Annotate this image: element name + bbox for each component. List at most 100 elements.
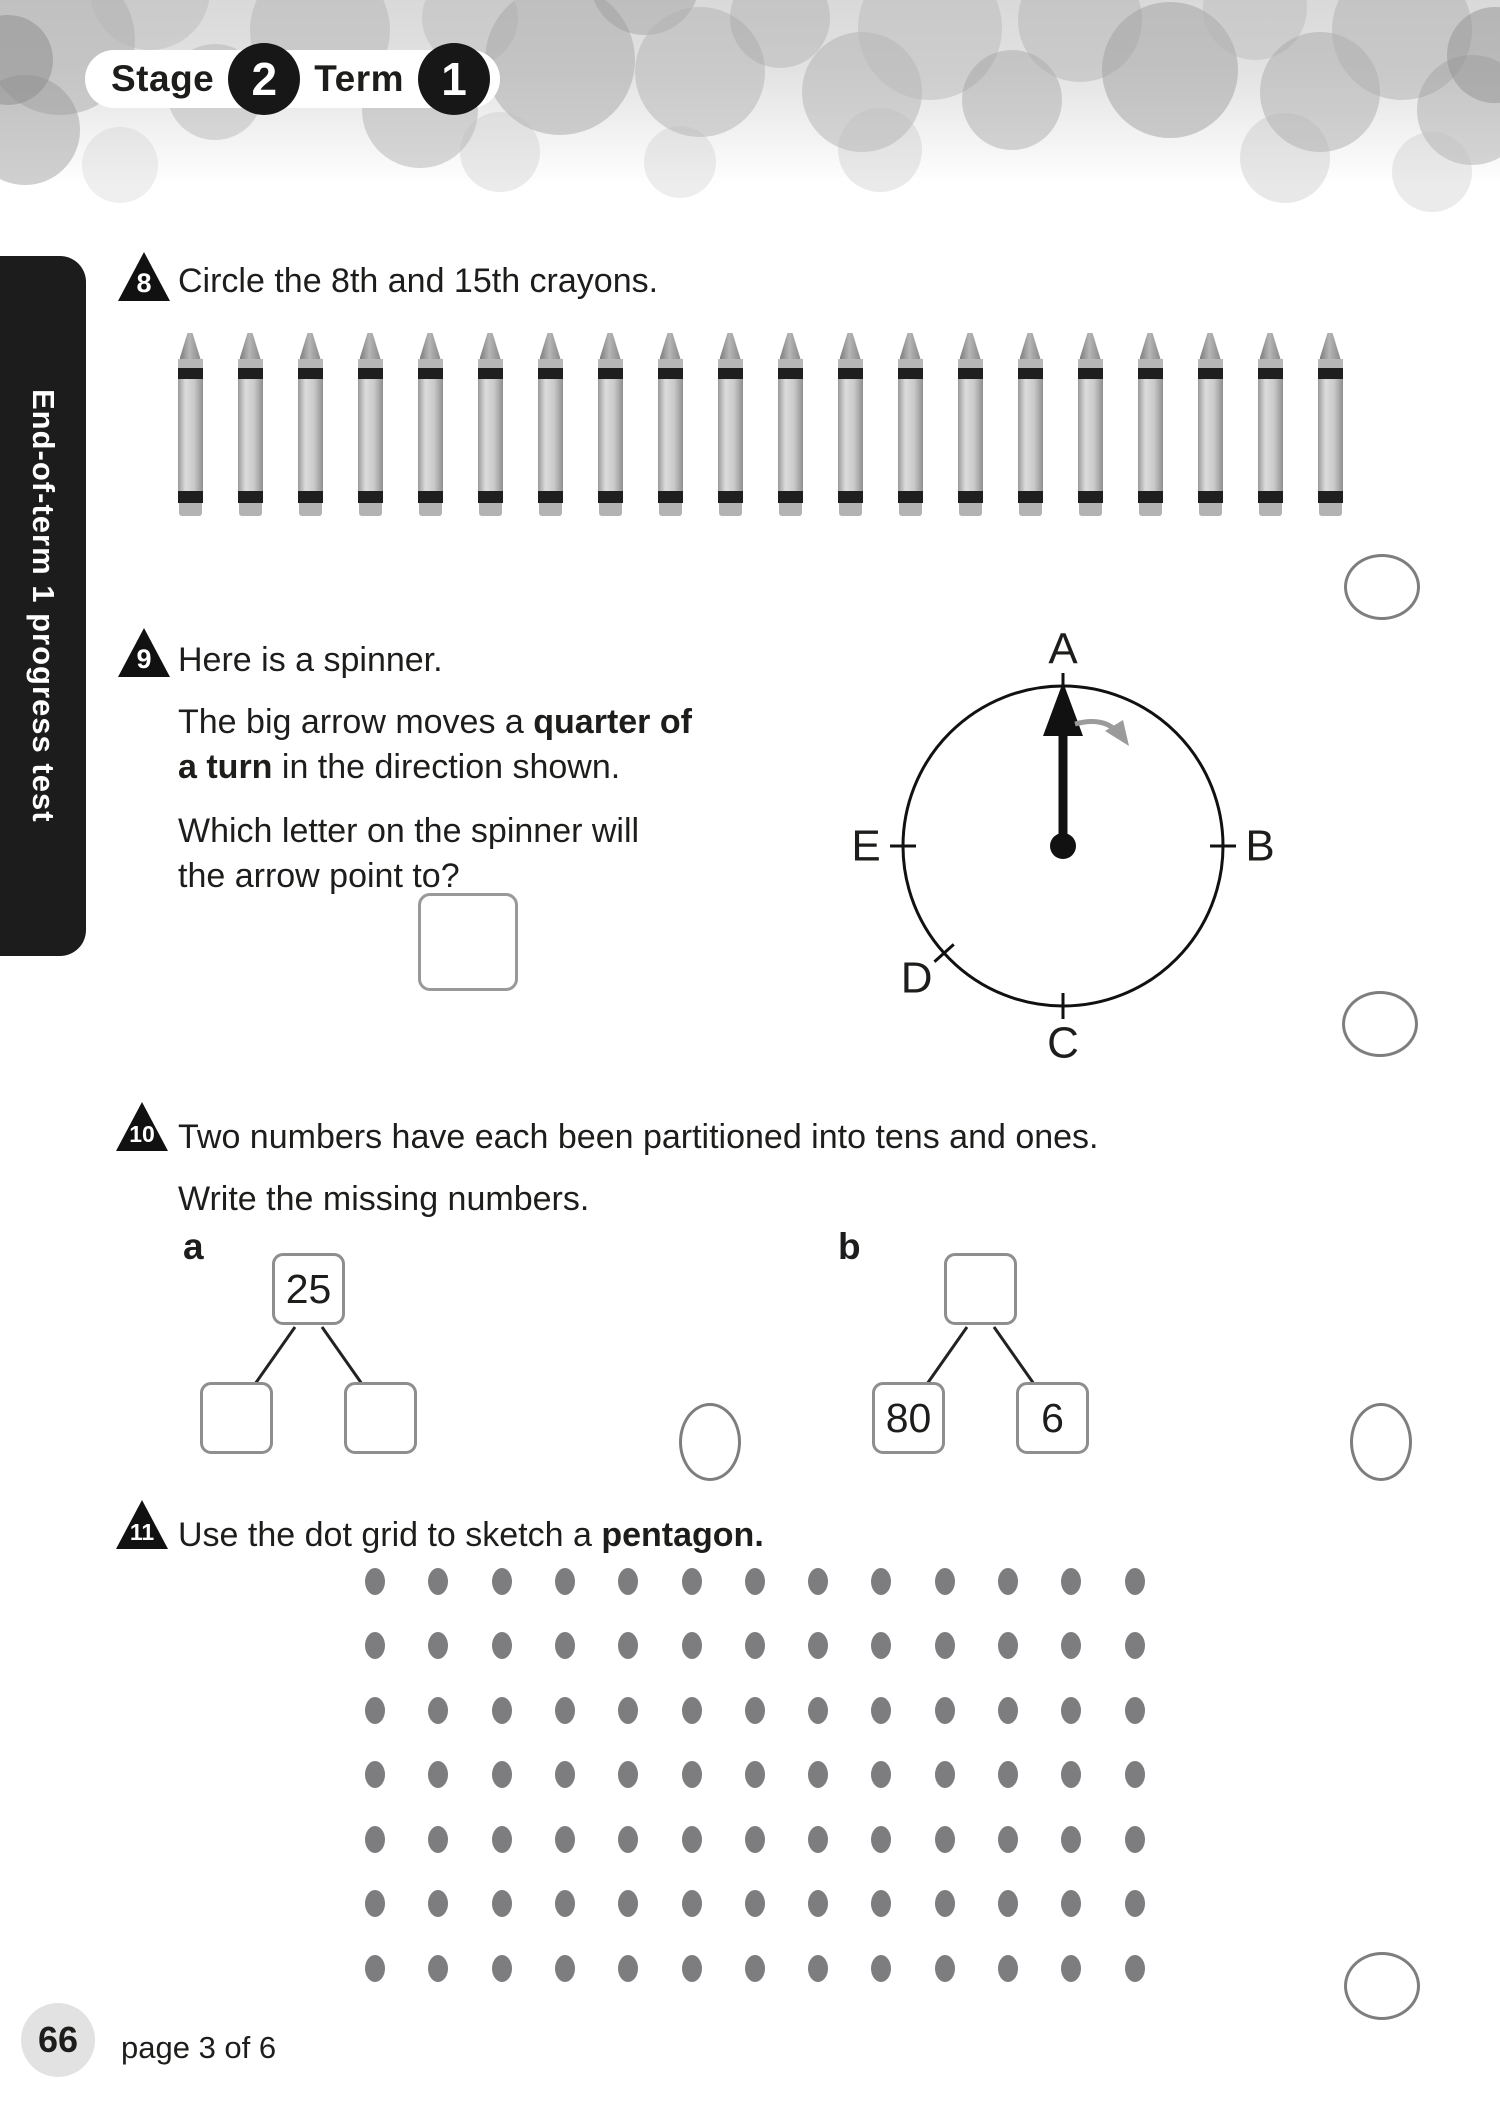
grid-dot bbox=[428, 1954, 449, 1982]
grid-dot bbox=[998, 1825, 1018, 1853]
grid-dot bbox=[554, 1632, 575, 1659]
question-10-line1: Two numbers have each been partitioned i… bbox=[178, 1118, 1099, 1156]
grid-dot bbox=[808, 1825, 829, 1853]
crayon-4[interactable] bbox=[357, 333, 383, 516]
grid-dot bbox=[744, 1954, 765, 1982]
crayon-13[interactable] bbox=[897, 333, 923, 516]
crayon-5[interactable] bbox=[417, 333, 443, 516]
crayon-band bbox=[537, 368, 563, 379]
grid-dot bbox=[428, 1567, 449, 1595]
crayon-18[interactable] bbox=[1197, 333, 1223, 516]
question-9-ask-line2: the arrow point to? bbox=[178, 857, 460, 895]
number-box-bottom-right[interactable] bbox=[344, 1382, 417, 1454]
crayon-8[interactable] bbox=[597, 333, 623, 516]
crayon-cap bbox=[1258, 503, 1282, 516]
number-box-bottom-left[interactable] bbox=[200, 1382, 273, 1454]
grid-dot bbox=[554, 1825, 575, 1853]
spinner-label-B: B bbox=[1245, 822, 1274, 871]
grid-dot bbox=[744, 1890, 765, 1917]
grid-dot bbox=[618, 1954, 639, 1982]
crayon-tip-icon bbox=[839, 333, 861, 359]
decorative-bubble bbox=[838, 108, 922, 192]
crayon-19[interactable] bbox=[1257, 333, 1283, 516]
crayon-band bbox=[957, 368, 983, 379]
crayon-cap bbox=[178, 503, 202, 516]
crayon-tip-icon bbox=[959, 333, 981, 359]
crayon-cap bbox=[838, 503, 862, 516]
mark-circle-q10b[interactable] bbox=[1350, 1403, 1412, 1481]
crayon-20[interactable] bbox=[1317, 333, 1343, 516]
grid-dot bbox=[428, 1632, 449, 1659]
question-9-move-line2: a turn in the direction shown. bbox=[178, 748, 620, 787]
mark-circle-q10a[interactable] bbox=[679, 1403, 741, 1481]
part-a-label: a bbox=[183, 1226, 204, 1267]
crayon-shoulder bbox=[417, 359, 443, 368]
question-9-move-line1: The big arrow moves a quarter of bbox=[178, 703, 692, 742]
crayon-body bbox=[357, 379, 383, 491]
grid-dot bbox=[1061, 1825, 1082, 1853]
crayon-9[interactable] bbox=[657, 333, 683, 516]
grid-dot bbox=[1124, 1696, 1145, 1724]
question-11-number: 11 bbox=[129, 1519, 155, 1545]
grid-dot bbox=[681, 1696, 702, 1724]
crayon-band bbox=[177, 491, 203, 503]
crayon-body bbox=[717, 379, 743, 491]
crayon-cap bbox=[718, 503, 742, 516]
crayon-tip-icon bbox=[1199, 333, 1221, 359]
crayon-band bbox=[1137, 368, 1163, 379]
crayon-11[interactable] bbox=[777, 333, 803, 516]
crayon-2[interactable] bbox=[237, 333, 263, 516]
grid-dot bbox=[618, 1825, 639, 1853]
grid-dot bbox=[934, 1890, 955, 1917]
crayon-band bbox=[597, 368, 623, 379]
move-line2-bold: a turn bbox=[178, 748, 273, 786]
decorative-bubble bbox=[82, 127, 158, 203]
mark-circle-q8[interactable] bbox=[1344, 554, 1420, 620]
spinner-label-C: C bbox=[1047, 1019, 1079, 1068]
grid-dot bbox=[744, 1632, 765, 1659]
crayon-band bbox=[477, 368, 503, 379]
question-8-number: 8 bbox=[136, 268, 152, 298]
crayon-shoulder bbox=[1317, 359, 1343, 368]
crayon-band bbox=[657, 368, 683, 379]
crayon-10[interactable] bbox=[717, 333, 743, 516]
mark-circle-q11[interactable] bbox=[1344, 1952, 1420, 2020]
number-box-top[interactable] bbox=[944, 1253, 1017, 1325]
grid-dot bbox=[808, 1696, 829, 1724]
grid-dot bbox=[808, 1632, 829, 1659]
grid-dot bbox=[365, 1890, 385, 1917]
crayon-16[interactable] bbox=[1077, 333, 1103, 516]
question-9-answer-box[interactable] bbox=[418, 893, 518, 991]
crayon-band bbox=[597, 491, 623, 503]
decorative-bubble bbox=[635, 7, 765, 137]
crayon-body bbox=[297, 379, 323, 491]
move-line2-post: in the direction shown. bbox=[272, 748, 621, 786]
grid-dot bbox=[681, 1954, 702, 1982]
grid-dot bbox=[618, 1567, 639, 1595]
crayon-15[interactable] bbox=[1017, 333, 1043, 516]
crayon-1[interactable] bbox=[177, 333, 203, 516]
grid-dot bbox=[491, 1632, 512, 1659]
number-box-bottom-right: 6 bbox=[1016, 1382, 1089, 1454]
crayon-12[interactable] bbox=[837, 333, 863, 516]
crayon-cap bbox=[598, 503, 622, 516]
crayon-6[interactable] bbox=[477, 333, 503, 516]
crayon-band bbox=[897, 491, 923, 503]
spinner-label-E: E bbox=[851, 822, 880, 871]
crayon-shoulder bbox=[837, 359, 863, 368]
crayon-14[interactable] bbox=[957, 333, 983, 516]
crayon-band bbox=[717, 491, 743, 503]
grid-dot bbox=[618, 1696, 639, 1724]
crayon-shoulder bbox=[297, 359, 323, 368]
grid-dot bbox=[808, 1761, 829, 1788]
grid-dot bbox=[491, 1825, 512, 1853]
crayon-cap bbox=[478, 503, 502, 516]
crayon-17[interactable] bbox=[1137, 333, 1163, 516]
mark-circle-q9[interactable] bbox=[1342, 991, 1418, 1057]
crayon-7[interactable] bbox=[537, 333, 563, 516]
crayon-cap bbox=[898, 503, 922, 516]
crayon-3[interactable] bbox=[297, 333, 323, 516]
grid-dot bbox=[618, 1761, 639, 1788]
